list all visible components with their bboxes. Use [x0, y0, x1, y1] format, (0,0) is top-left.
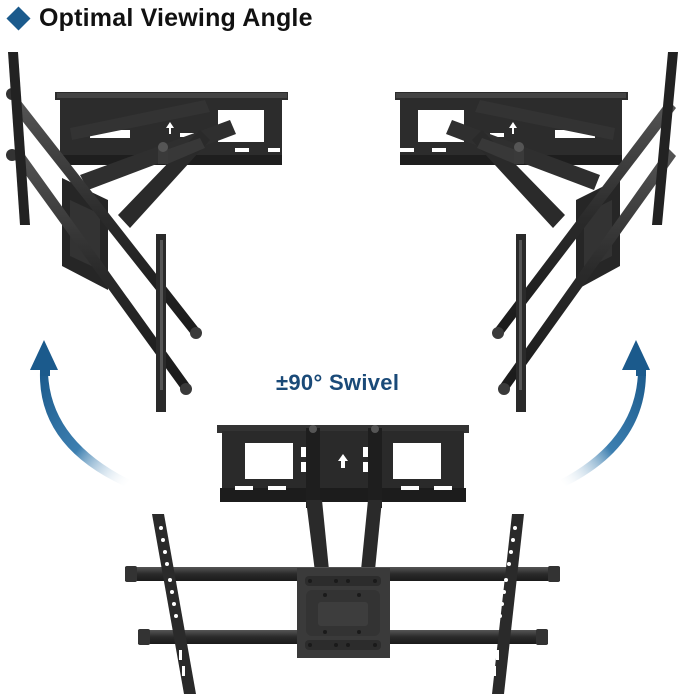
swivel-label: ±90° Swivel: [276, 370, 400, 395]
left-curved-arrow-icon: [30, 340, 130, 486]
page-title: Optimal Viewing Angle: [39, 4, 313, 32]
right-swivel-mount: [395, 52, 678, 412]
right-curved-arrow-icon: [560, 340, 650, 486]
front-view-mount: [125, 425, 560, 694]
header: Optimal Viewing Angle: [4, 2, 313, 34]
left-swivel-mount: [6, 52, 288, 412]
